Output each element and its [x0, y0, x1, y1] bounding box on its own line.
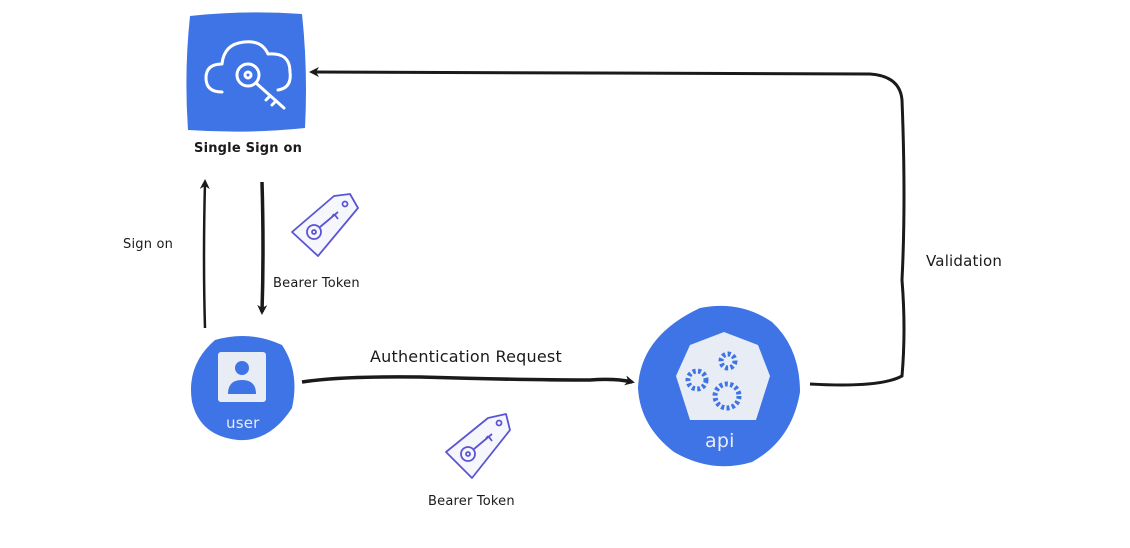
validation-label: Validation — [926, 252, 1003, 270]
user-label: user — [226, 414, 260, 432]
bearer-token-label-bottom: Bearer Token — [428, 494, 515, 509]
sso-label: Single Sign on — [194, 141, 303, 156]
api-heptagon — [676, 332, 770, 420]
edge-auth-request-arrow — [301, 375, 635, 386]
node-sso[interactable] — [186, 12, 306, 132]
token-tag-icon — [291, 193, 359, 257]
sign-on-label: Sign on — [123, 237, 174, 252]
user-card — [218, 352, 266, 402]
edge-validation-arrow — [309, 67, 906, 387]
edge-sign-on-arrow — [199, 179, 210, 329]
api-label: api — [705, 430, 735, 452]
auth-request-label: Authentication Request — [370, 347, 562, 366]
user-icon — [228, 361, 256, 394]
gears-icon — [685, 351, 742, 411]
node-api[interactable] — [638, 305, 800, 467]
token-tag-icon — [445, 413, 511, 479]
node-user[interactable] — [190, 336, 295, 441]
edge-bearer-token-arrow — [257, 181, 268, 315]
cloud-key-icon — [204, 40, 292, 110]
bearer-token-label-top: Bearer Token — [273, 276, 360, 291]
